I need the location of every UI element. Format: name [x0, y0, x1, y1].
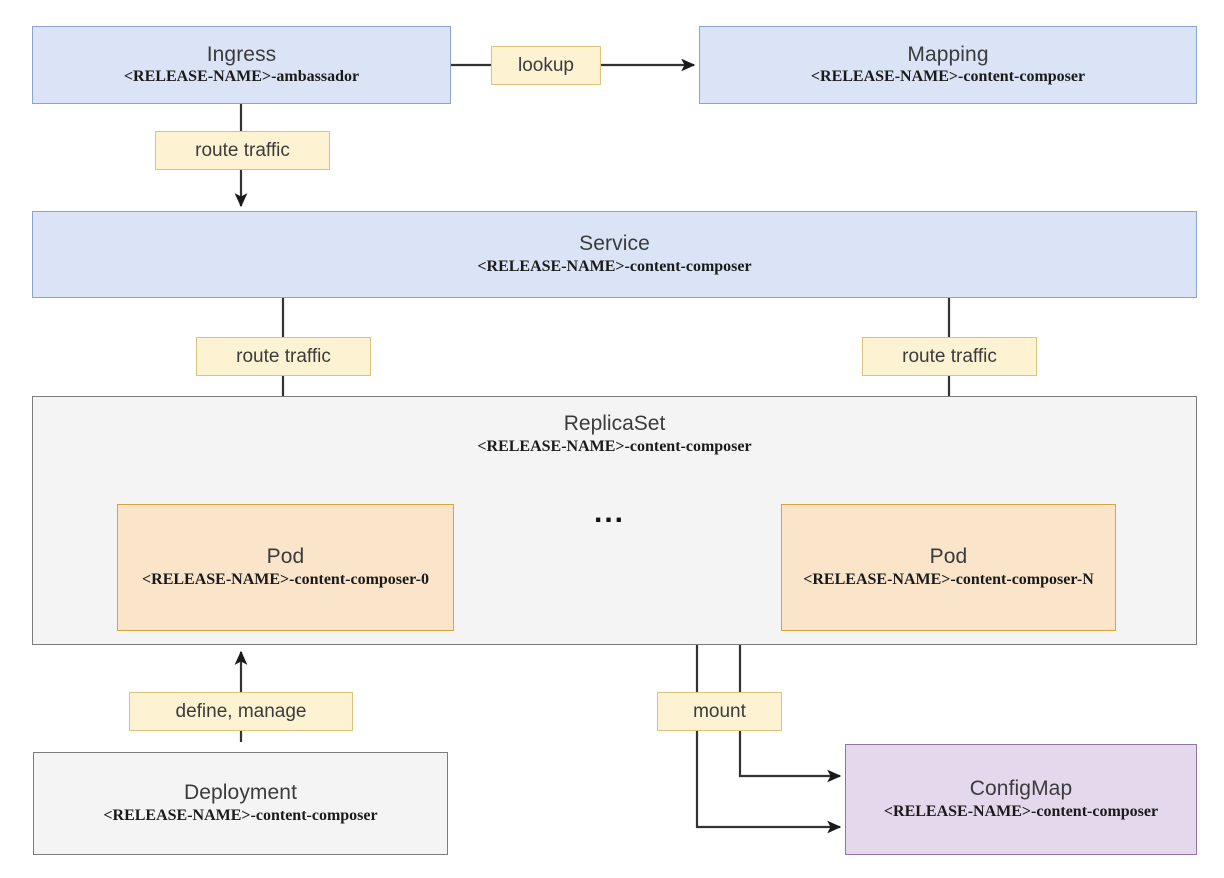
pod-last-subtitle: <RELEASE-NAME>-content-composer-N: [803, 570, 1094, 588]
deployment-title: Deployment: [183, 781, 298, 805]
node-service[interactable]: Service <RELEASE-NAME>-content-composer: [32, 211, 1197, 298]
mapping-title: Mapping: [907, 42, 989, 66]
edge-label-mount: mount: [657, 692, 782, 731]
deployment-subtitle: <RELEASE-NAME>-content-composer: [103, 806, 378, 824]
edge-label-route-traffic-ingress-service: route traffic: [155, 131, 330, 170]
edge-label-lookup: lookup: [491, 46, 601, 85]
service-subtitle: <RELEASE-NAME>-content-composer: [477, 257, 752, 275]
edge-label-define-manage: define, manage: [129, 692, 353, 731]
node-mapping[interactable]: Mapping <RELEASE-NAME>-content-composer: [699, 26, 1197, 104]
pod-first-subtitle: <RELEASE-NAME>-content-composer-0: [142, 570, 429, 588]
configmap-subtitle: <RELEASE-NAME>-content-composer: [883, 802, 1159, 820]
replicaset-label: ReplicaSet <RELEASE-NAME>-content-compos…: [33, 412, 1196, 457]
replicaset-title: ReplicaSet: [563, 412, 666, 435]
edge-label-route-traffic-service-pod-first: route traffic: [196, 337, 371, 376]
mapping-subtitle: <RELEASE-NAME>-content-composer: [810, 68, 1086, 86]
node-deployment[interactable]: Deployment <RELEASE-NAME>-content-compos…: [33, 752, 448, 855]
pod-first-title: Pod: [266, 545, 305, 569]
ingress-title: Ingress: [206, 42, 277, 66]
pod-last-title: Pod: [929, 545, 968, 569]
node-pod-last[interactable]: Pod <RELEASE-NAME>-content-composer-N: [781, 504, 1116, 631]
edge-label-route-traffic-service-pod-last: route traffic: [862, 337, 1037, 376]
node-ingress[interactable]: Ingress <RELEASE-NAME>-ambassador: [32, 26, 451, 104]
pods-ellipsis: ...: [594, 496, 626, 529]
service-title: Service: [579, 232, 650, 256]
node-configmap[interactable]: ConfigMap <RELEASE-NAME>-content-compose…: [845, 744, 1197, 855]
node-pod-first[interactable]: Pod <RELEASE-NAME>-content-composer-0: [117, 504, 454, 631]
ingress-subtitle: <RELEASE-NAME>-ambassador: [123, 68, 360, 86]
replicaset-subtitle: <RELEASE-NAME>-content-composer: [477, 437, 752, 455]
configmap-title: ConfigMap: [969, 777, 1073, 801]
